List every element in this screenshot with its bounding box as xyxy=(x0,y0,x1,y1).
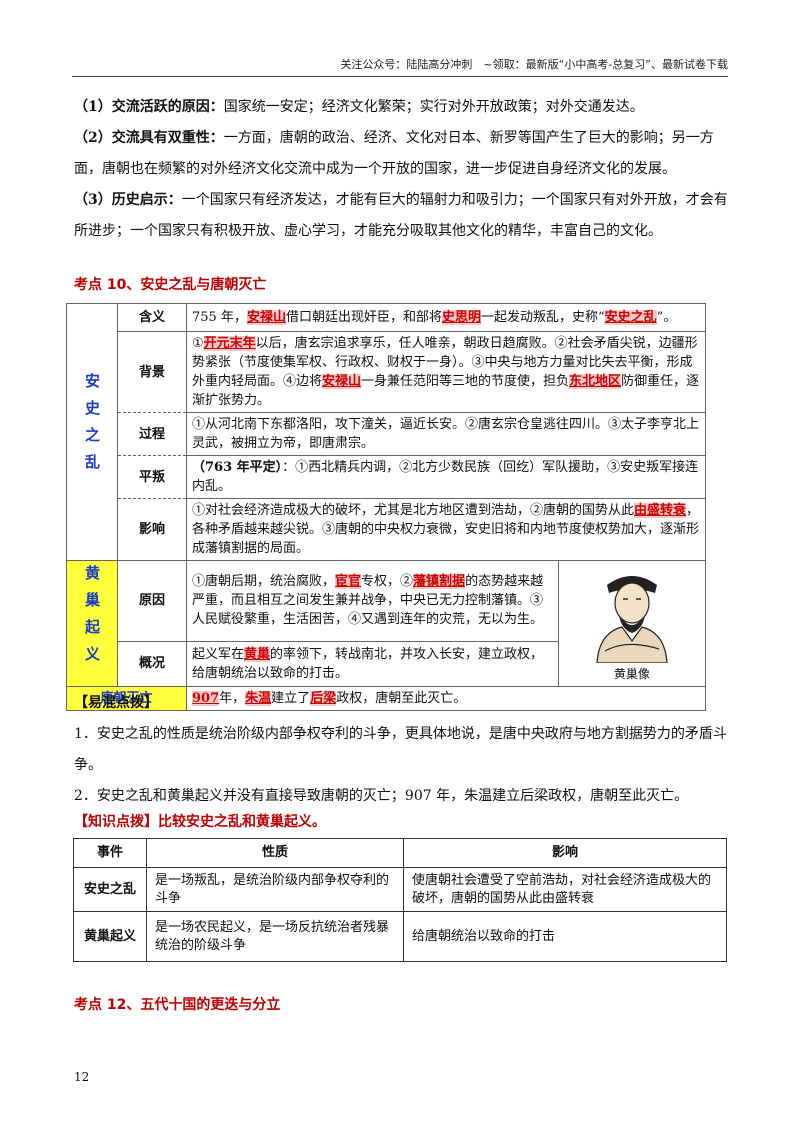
text: 以后，唐玄宗追求享乐，任人唯亲，朝政日趋腐败。②社会矛盾尖锐，边疆形势紧张（节度… xyxy=(192,336,698,389)
intro-text-3: 一个国家只有经济发达，才能有巨大的辐射力和吸引力；一个国家只有对外开放，才会有所… xyxy=(74,192,728,239)
key-term: 安禄山 xyxy=(246,310,286,325)
text: ①对社会经济造成极大的破坏，尤其是北方地区遭到浩劫，②唐朝的国势从此 xyxy=(192,503,635,518)
text: 一起发动叛乱，史称“ xyxy=(481,310,605,325)
row-background-content: ①开元末年以后，唐玄宗追求享乐，任人唯亲，朝政日趋腐败。②社会矛盾尖锐，边疆形势… xyxy=(186,331,706,413)
text: 防御重任，逐渐扩张势力。 xyxy=(192,374,700,408)
anshi-category: 安史之乱 xyxy=(66,303,118,561)
anshi-category-label: 安史之乱 xyxy=(83,373,101,481)
key-term: 开元末年 xyxy=(203,336,256,351)
intro-text-2: 一方面，唐朝的政治、经济、文化对日本、新罗等国产生了巨大的影响；另一方面，唐朝也… xyxy=(74,130,714,177)
section-10-title: 考点 10、安史之乱与唐朝灭亡 xyxy=(74,277,267,293)
intro-paragraph-2: （2）交流具有双重性：一方面，唐朝的政治、经济、文化对日本、新罗等国产生了巨大的… xyxy=(74,123,728,185)
key-term: 907 xyxy=(192,691,220,706)
nature-cell: 是一场叛乱，是统治阶级内部争权夺利的斗争 xyxy=(146,867,404,912)
section-12-title: 考点 12、五代十国的更迭与分立 xyxy=(74,997,281,1013)
row-overview-content: 起义军在黄巢的率领下，转战南北，并攻入长安，建立政权，给唐朝统治以致命的打击。 xyxy=(186,640,559,688)
confusion-paragraph-2: 2．安史之乱和黄巢起义并没有直接导致唐朝的灭亡；907 年，朱温建立后梁政权，唐… xyxy=(74,788,689,804)
text: 的率领下，转战南北，并攻入长安，建立政权，给唐朝统治以致命的打击。 xyxy=(192,646,544,681)
key-term: 安史之乱 xyxy=(604,310,657,325)
intro-text-1: 国家统一安定；经济文化繁荣；实行对外开放政策；对外交通发达。 xyxy=(223,99,644,115)
row-process-content: ①从河北南下东都洛阳，攻下潼关，逼近长安。②唐玄宗仓皇逃往四川。③太子李亨北上灵… xyxy=(186,412,706,456)
row-meaning-content: 755 年，安禄山借口朝廷出现奸臣，和部将史思明一起发动叛乱，史称“安史之乱”。 xyxy=(186,303,706,332)
confusion-paragraph-1: 1．安史之乱的性质是统治阶级内部争权夺利的斗争，更具体地说，是唐中央政府与地方割… xyxy=(74,726,727,773)
impact-cell: 给唐朝统治以致命的打击 xyxy=(403,911,727,962)
comparison-table: 事件 性质 影响 安史之乱 是一场叛乱，是统治阶级内部争权夺利的斗争 使唐朝社会… xyxy=(73,838,727,962)
huangchao-category: 黄巢起义 xyxy=(66,560,118,687)
row-process-label: 过程 xyxy=(117,412,187,456)
event-cell: 安史之乱 xyxy=(73,867,147,912)
huangchao-category-label: 黄巢起义 xyxy=(83,564,101,673)
text: ：①西北精兵内调，②北方少数民族（回纥）军队援助，③安史叛军接连内乱。 xyxy=(192,460,699,494)
key-term: 藩镇割据 xyxy=(413,574,466,590)
row-background-label: 背景 xyxy=(117,331,187,413)
key-term: 东北地区 xyxy=(569,374,622,389)
text: 年， xyxy=(219,691,246,706)
text: ① xyxy=(192,336,204,351)
header-impact: 影响 xyxy=(403,838,727,868)
text: 专权，② xyxy=(361,574,414,590)
row-impact-content: ①对社会经济造成极大的破坏，尤其是北方地区遭到浩劫，②唐朝的国势从此由盛转衰，各… xyxy=(186,498,706,561)
row-suppress-content: （763 年平定）：①西北精兵内调，②北方少数民族（回纥）军队援助，③安史叛军接… xyxy=(186,455,706,499)
intro-label-1: （1）交流活跃的原因： xyxy=(74,99,224,115)
row-overview-label: 概况 xyxy=(117,640,187,688)
intro-label-2: （2）交流具有双重性： xyxy=(74,130,224,146)
text: （763 年平定） xyxy=(192,460,283,475)
text: ①唐朝后期，统治腐败， xyxy=(192,574,336,590)
table-row: 安史之乱 是一场叛乱，是统治阶级内部争权夺利的斗争 使唐朝社会遭受了空前浩劫，对… xyxy=(73,867,727,912)
tang-fall-content: 907年，朱温建立了后梁政权，唐朝至此灭亡。 xyxy=(186,686,706,711)
tang-fall-label: 唐朝灭亡 xyxy=(66,686,187,711)
row-suppress-label: 平叛 xyxy=(117,455,187,499)
text: 建立了 xyxy=(271,691,311,706)
key-term: 宦官 xyxy=(335,574,362,590)
header-event: 事件 xyxy=(73,838,147,868)
page-number: 12 xyxy=(74,1070,90,1084)
text: 的态势越来越严重，而且相互之间发生兼并战争，中央已无力控制藩镇。③人民赋役繁重，… xyxy=(192,574,544,628)
row-cause-label: 原因 xyxy=(117,560,187,642)
row-impact-label: 影响 xyxy=(117,498,187,561)
key-term: 黄巢 xyxy=(244,646,271,662)
text: 起义军在 xyxy=(192,646,245,662)
impact-cell: 使唐朝社会遭受了空前浩劫，对社会经济造成极大的破坏，唐朝的国势从此由盛转衰 xyxy=(403,867,727,912)
text: 借口朝廷出现奸臣，和部将 xyxy=(285,310,442,325)
header-divider xyxy=(72,76,728,77)
key-term: 安禄山 xyxy=(322,374,362,389)
text: 政权，唐朝至此灭亡。 xyxy=(336,691,467,706)
row-meaning-label: 含义 xyxy=(117,303,187,332)
confusion-title: 【易混点拨】 xyxy=(74,695,158,711)
portrait-caption: 黄巢像 xyxy=(613,667,650,681)
row-cause-content: ①唐朝后期，统治腐败，宦官专权，②藩镇割据的态势越来越严重，而且相互之间发生兼并… xyxy=(186,560,559,642)
table-row: 黄巢起义 是一场农民起义，是一场反抗统治者残暴统治的阶级斗争 给唐朝统治以致命的… xyxy=(73,911,727,962)
intro-paragraph-3: （3）历史启示：一个国家只有经济发达，才能有巨大的辐射力和吸引力；一个国家只有对… xyxy=(74,185,728,247)
key-term: 史思明 xyxy=(441,310,481,325)
text: ，各种矛盾越来越尖锐。③唐朝的中央权力衰微，安史旧将和内地节度使权势加大，逐渐形… xyxy=(192,503,700,556)
header-nature: 性质 xyxy=(146,838,404,868)
portrait-cell: 黄巢像 xyxy=(557,560,707,687)
nature-cell: 是一场农民起义，是一场反抗统治者残暴统治的阶级斗争 xyxy=(146,911,404,962)
huangchao-portrait-icon xyxy=(596,576,668,663)
knowledge-title: 【知识点拨】比较安史之乱和黄巢起义。 xyxy=(74,814,326,830)
text: 755 年， xyxy=(192,310,247,325)
intro-paragraph-1: （1）交流活跃的原因：国家统一安定；经济文化繁荣；实行对外开放政策；对外交通发达… xyxy=(74,92,728,123)
key-term: 朱温 xyxy=(245,691,272,706)
text: ”。 xyxy=(656,310,677,325)
key-term: 由盛转衰 xyxy=(634,503,687,518)
page-header: 关注公众号：陆陆高分冲刺 ~领取：最新版“小中高考-总复习”、最新试卷下载 xyxy=(340,58,728,71)
key-term: 后梁 xyxy=(310,691,337,706)
event-cell: 黄巢起义 xyxy=(73,911,147,962)
text: 一身兼任范阳等三地的节度使，担负 xyxy=(361,374,570,389)
anshi-huangchao-table: 安史之乱 含义 755 年，安禄山借口朝廷出现奸臣，和部将史思明一起发动叛乱，史… xyxy=(66,303,707,711)
intro-label-3: （3）历史启示： xyxy=(74,192,182,208)
